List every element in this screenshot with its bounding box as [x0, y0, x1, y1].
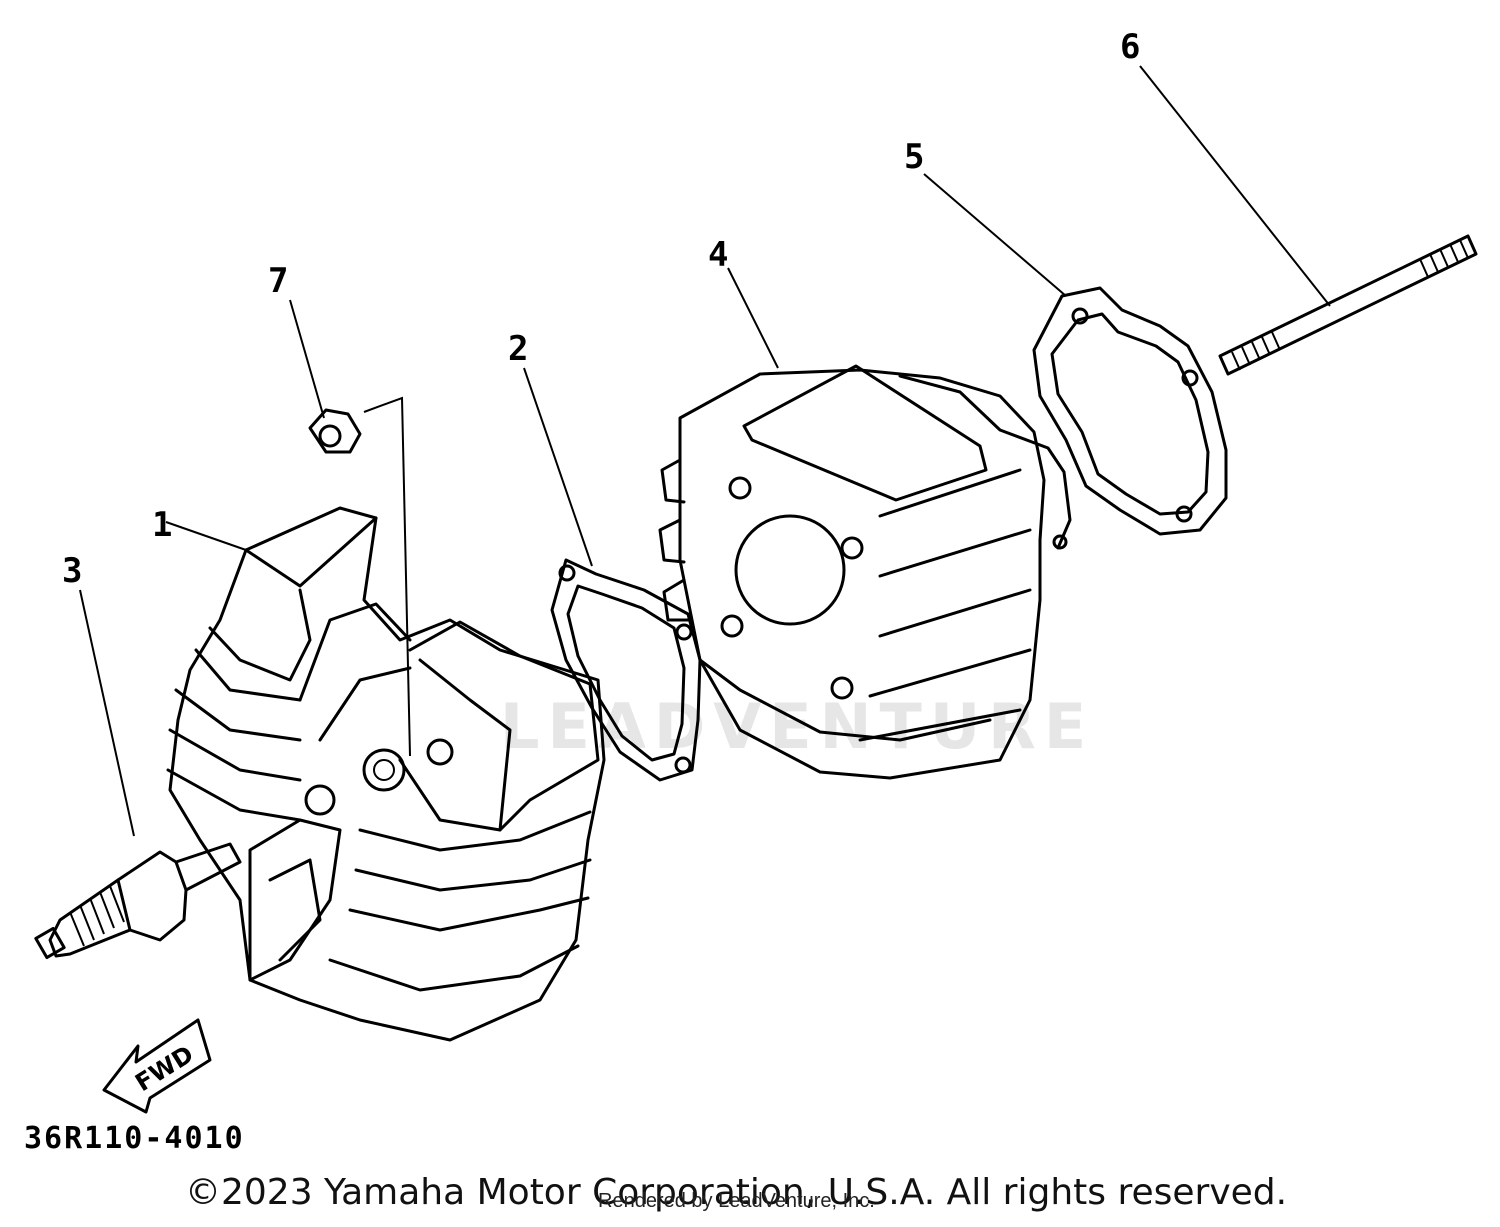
part-2-head-gasket[interactable]	[550, 558, 702, 782]
rendered-by-credit: Rendered by LeadVenture, Inc.	[598, 1190, 875, 1212]
callout-2: 2	[508, 329, 528, 369]
part-7-nut[interactable]	[308, 408, 362, 454]
callout-4: 4	[708, 235, 728, 275]
leader-lines	[79, 65, 1331, 837]
diagram-code: 36R110-4010	[24, 1121, 245, 1156]
copyright-notice: ©2023 Yamaha Motor Corporation, U.S.A. A…	[185, 1172, 1288, 1213]
fwd-arrow: FWD	[102, 1018, 212, 1114]
callout-7: 7	[268, 261, 288, 301]
part-4-cylinder[interactable]	[658, 364, 1072, 780]
callouts: 1 2 3 4 5 6 7	[62, 27, 1140, 591]
callout-3: 3	[62, 551, 82, 591]
callout-6: 6	[1120, 27, 1140, 67]
callout-5: 5	[904, 137, 924, 177]
part-6-stud-bolt[interactable]	[1218, 234, 1478, 376]
part-3-spark-plug[interactable]	[34, 842, 242, 960]
part-5-base-gasket[interactable]	[1032, 286, 1228, 550]
callout-1: 1	[152, 505, 172, 545]
part-1-cylinder-head[interactable]	[166, 506, 606, 1042]
